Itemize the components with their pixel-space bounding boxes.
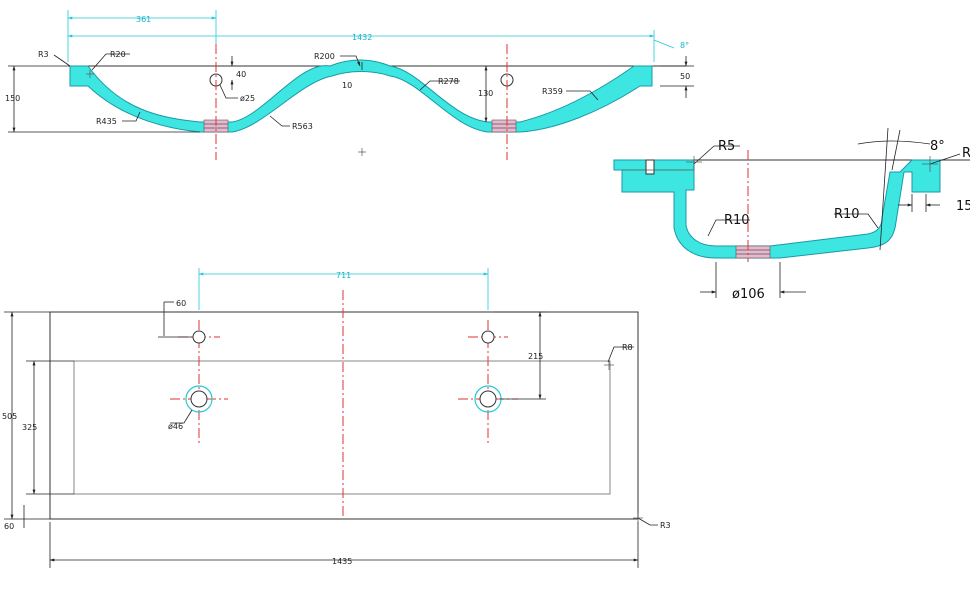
dim-60-top-label: 60 (176, 299, 186, 308)
dim-8deg-label: 8° (680, 41, 689, 50)
dim-r359-label: R359 (542, 87, 563, 96)
side-section-view: R5 8° R 15 R10 R10 ø106 (613, 127, 970, 302)
angle-line (879, 127, 889, 251)
dim-8deg-label: 8° (930, 139, 945, 154)
angle-arc (857, 140, 931, 145)
dim-r-right-label: R (962, 146, 970, 161)
dim-r10-right-label: R10 (834, 207, 860, 222)
cross-section-profile (613, 159, 941, 259)
dim-150-label: 150 (5, 94, 20, 103)
leader-r278 (419, 80, 460, 91)
bowl-outline (73, 360, 611, 495)
outer-outline (49, 311, 639, 520)
leader-r5 (693, 145, 740, 165)
dim-r10-left-label: R10 (724, 213, 750, 228)
dim-r5-label: R5 (718, 139, 735, 154)
dim-r3-label: R3 (38, 50, 49, 59)
dim-1432-label: 1432 (352, 33, 372, 42)
leader-r563 (269, 115, 290, 127)
leader-r435 (122, 111, 141, 122)
dim-r563-label: R563 (292, 122, 313, 131)
leader-r8 (607, 346, 634, 363)
dim-711-label: 711 (336, 271, 351, 280)
dim-325-label: 325 (22, 423, 37, 432)
dim-10-label: 10 (342, 81, 352, 90)
basin-section-profile (69, 59, 653, 133)
angle-line (891, 129, 901, 171)
leader-r20 (91, 53, 130, 71)
dim-15-label: 15 (956, 199, 970, 214)
tap-hole-left (192, 330, 206, 344)
dim-361-label: 361 (136, 15, 151, 24)
leader-r359 (566, 90, 599, 101)
overflow-hole (645, 159, 655, 175)
dim-106-label: ø106 (732, 287, 765, 302)
dim-d25-label: ø25 (240, 94, 255, 103)
dim-d46-label: ø46 (168, 422, 183, 431)
dim-505-label: 505 (2, 412, 17, 421)
drain-thread (735, 245, 771, 259)
leader-r3 (637, 517, 658, 526)
drain-thread-right (491, 119, 517, 133)
leader-r200 (340, 55, 361, 67)
drain-hole-right (479, 390, 497, 408)
dim-1435-label: 1435 (332, 557, 352, 566)
dim-r20-label: R20 (110, 50, 126, 59)
drain-hole-left (190, 390, 208, 408)
drain-ring-left (185, 385, 213, 413)
dim-40-label: 40 (236, 70, 246, 79)
dim-r8-label: R8 (622, 343, 633, 352)
leader-r10-left (707, 219, 750, 237)
dim-r278-label: R278 (438, 77, 459, 86)
dim-215-label: 215 (528, 352, 543, 361)
leader-d25 (219, 84, 238, 99)
dim-r200-label: R200 (314, 52, 335, 61)
dim-60-bottom-label: 60 (4, 522, 14, 531)
leader-r-right (929, 153, 961, 165)
leader-d46 (170, 409, 193, 424)
tap-hole-right (481, 330, 495, 344)
dim-130-label: 130 (478, 89, 493, 98)
leader-r10-right (834, 213, 879, 229)
dim-r3-label: R3 (660, 521, 671, 530)
leader-r3 (53, 54, 71, 67)
dim-r435-label: R435 (96, 117, 117, 126)
dim-50-label: 50 (680, 72, 690, 81)
dim-8deg-line (653, 39, 675, 49)
plan-view: 711 60 215 R8 505 325 ø46 60 (2, 268, 671, 568)
top-section-view: 361 1432 8° R3 R20 40 ø25 R200 10 R278 5… (5, 10, 694, 160)
